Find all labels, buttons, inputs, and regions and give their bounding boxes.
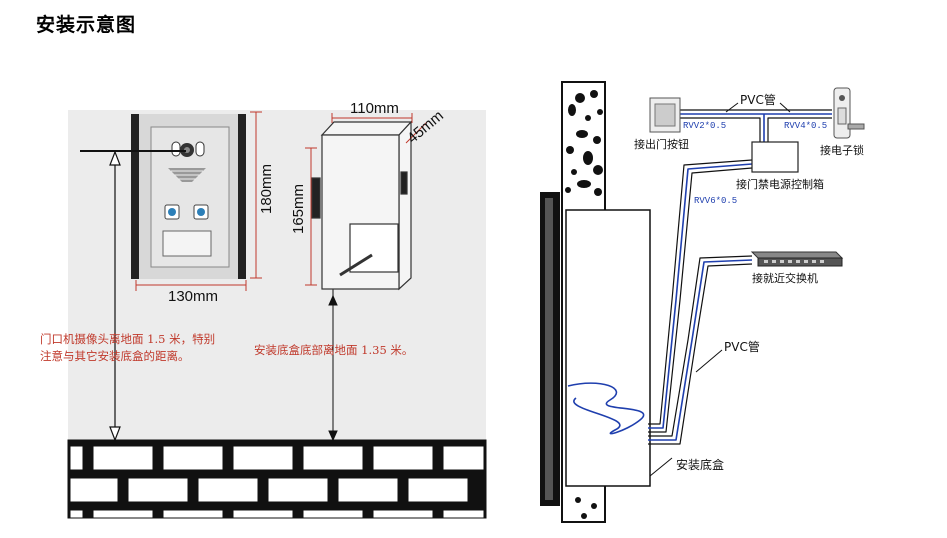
install-box-label: 安装底盒 [676, 458, 725, 472]
network-switch [750, 251, 844, 267]
exit-button-device [649, 97, 681, 133]
page-title: 安装示意图 [36, 14, 137, 36]
pvc-mid-label: PVC管 [724, 340, 760, 354]
power-control-box [751, 141, 799, 173]
cable-rvv2-label: RVV2*0.5 [683, 121, 727, 131]
panel-height-label: 180mm [258, 163, 275, 214]
panel-dimension-lines [135, 111, 262, 291]
box-height-indicator [328, 294, 338, 442]
cable-rvv4-label: RVV4*0.5 [784, 121, 828, 131]
pvc-top-label: PVC管 [740, 93, 776, 107]
camera-height-note-line2: 注意与其它安装底盒的距离。 [40, 349, 190, 363]
wall-background [68, 110, 486, 440]
camera-height-indicator [80, 150, 186, 442]
exit-button-label: 接出门按钮 [634, 138, 689, 151]
box-width-label: 110mm [350, 100, 399, 117]
install-box-side [565, 209, 651, 487]
cable-coil [567, 382, 645, 435]
pvc-conduits [648, 109, 832, 445]
box-height-label: 165mm [290, 183, 307, 234]
switch-label: 接就近交换机 [752, 272, 818, 285]
electric-lock-label: 接电子锁 [820, 144, 864, 157]
electric-lock-device [833, 87, 865, 139]
door-station-side [540, 192, 560, 506]
camera-height-note-line1: 门口机摄像头离地面 1.5 米，特别 [40, 332, 216, 346]
door-station-panel [131, 114, 246, 279]
cable-rvv6-label: RVV6*0.5 [694, 196, 738, 206]
install-box-drawing [311, 120, 413, 300]
box-height-note: 安装底盒底部离地面 1.35 米。 [254, 343, 414, 357]
box-dimension-lines [305, 113, 428, 286]
leader-lines [649, 102, 791, 477]
panel-width-label: 130mm [168, 288, 219, 305]
power-box-label: 接门禁电源控制箱 [736, 178, 824, 191]
brick-floor [67, 439, 487, 519]
